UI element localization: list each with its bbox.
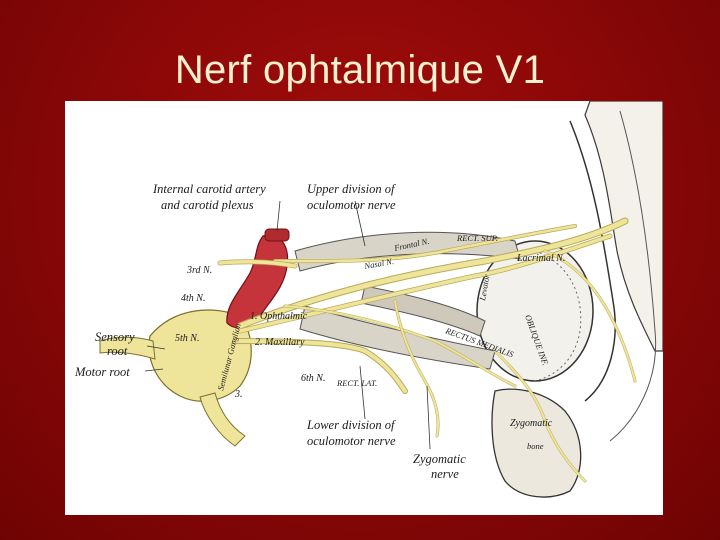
semilunar-ganglion [148, 309, 252, 402]
label-internal-carotid-line1: Internal carotid artery [152, 182, 266, 196]
nerve-bundle [217, 217, 637, 483]
label-upper-division-line2: oculomotor nerve [307, 198, 396, 212]
ophthalmic-nerve-drawing: Internal carotid artery and carotid plex… [74, 101, 663, 498]
orbit-bone-outline [584, 101, 663, 352]
skin-contour [609, 110, 657, 442]
label-rect-lat: RECT. LAT. [336, 378, 377, 388]
zygomatic-bone-shape [491, 388, 582, 498]
slide-title: Nerf ophtalmique V1 [174, 48, 546, 92]
label-rect-sup: RECT. SUP. [456, 233, 498, 243]
label-maxillary-branch: 2. Maxillary [255, 337, 305, 348]
label-sensory-root-line2: root [107, 344, 128, 358]
label-lacrimal-nerve: Lacrimal N. [516, 253, 565, 264]
label-third-nerve: 3rd N. [186, 265, 212, 276]
label-internal-carotid-line2: and carotid plexus [161, 198, 254, 212]
label-motor-root: Motor root [74, 365, 130, 379]
label-zygomatic-bone-line1: Zygomatic [510, 418, 553, 429]
eyeball-speckle [534, 250, 582, 382]
label-levator: Levator [477, 273, 492, 302]
sensory-root-trunk [99, 336, 156, 360]
rectus-lateral-muscle [299, 305, 496, 370]
label-upper-division-line1: Upper division of [307, 182, 396, 196]
label-sensory-root-line1: Sensory [95, 330, 135, 344]
label-zygomatic-bone-line2: bone [527, 441, 544, 451]
orbit-rim [569, 120, 616, 402]
label-ophthalmic-branch: 1. Ophthalmic [250, 311, 308, 322]
label-lower-division-line2: oculomotor nerve [307, 434, 396, 448]
label-zygomatic-nerve-line2: nerve [431, 467, 459, 481]
label-fourth-nerve: 4th N. [181, 293, 205, 304]
anatomy-illustration: Internal carotid artery and carotid plex… [65, 101, 663, 515]
label-mandibular-branch: 3. [234, 389, 243, 400]
label-zygomatic-nerve-line1: Zygomatic [413, 452, 466, 466]
label-sixth-nerve: 6th N. [301, 373, 325, 384]
label-lower-division-line1: Lower division of [306, 418, 396, 432]
label-leader-lines [144, 200, 431, 450]
label-fifth-nerve: 5th N. [175, 333, 199, 344]
mandibular-branch [199, 392, 246, 447]
